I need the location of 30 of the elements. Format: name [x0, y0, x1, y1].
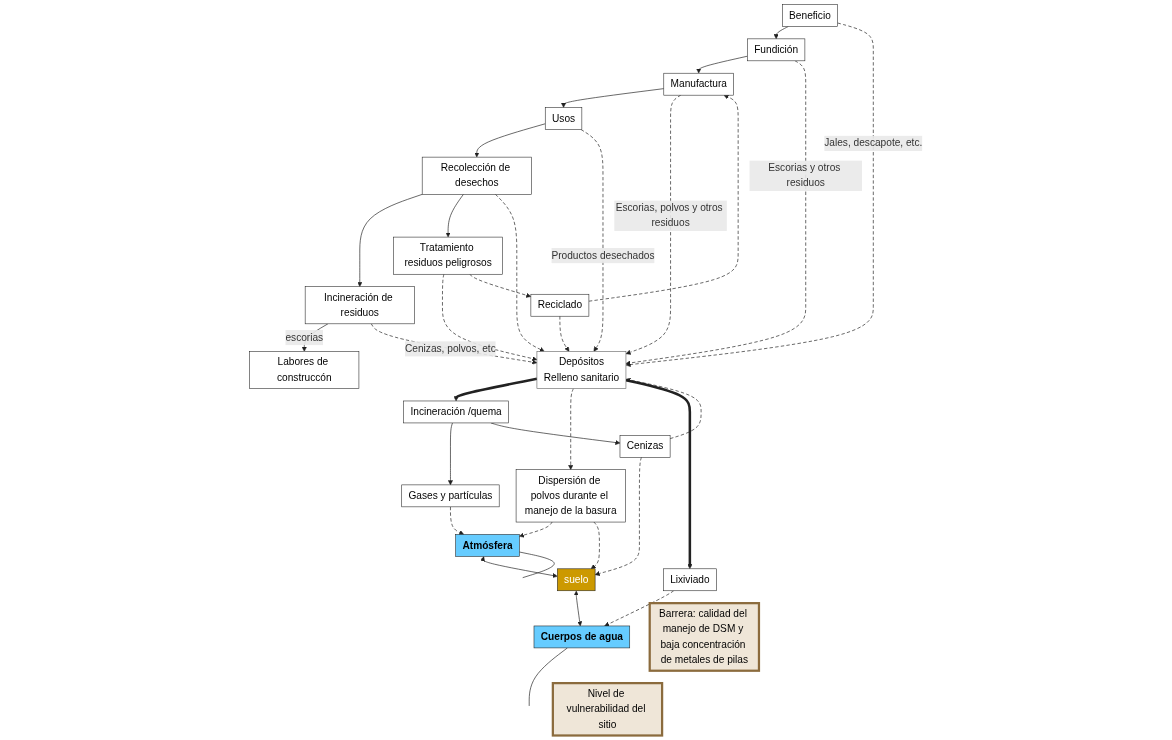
node-box: Cuerpos de agua	[533, 625, 630, 649]
arrow	[625, 378, 693, 569]
node-box: Incineración de residuos	[304, 286, 415, 325]
node-box: Barrera: calidad del manejo de DSM y baja concentración de metales de pilas	[648, 602, 761, 672]
connector	[528, 647, 568, 707]
node-box: Incineración /quema	[403, 400, 509, 424]
edge-label: escorias	[285, 331, 324, 343]
node-box: Fundición	[747, 38, 806, 62]
node-box: Cenizas	[619, 435, 671, 458]
node-box: Labores de construccón	[249, 351, 360, 389]
edge-label: Jales, descapote, etc.	[824, 137, 923, 149]
node-box: Tratamiento residuos peligrosos	[393, 236, 503, 275]
edge-label: Productos desechados	[551, 249, 655, 262]
node-box: Beneficio	[782, 4, 838, 27]
node-box: suelo	[557, 568, 596, 592]
node-box: Dispersión de polvos durante el manejo de la basura	[515, 469, 626, 523]
node-box: Manufactura	[663, 72, 734, 96]
arrow	[453, 377, 538, 402]
node-box: Reciclado	[530, 293, 590, 317]
node-box: Lixiviado	[663, 568, 717, 592]
node-box: Nivel de vulnerabilidad del sitio	[551, 682, 664, 737]
node-box: Gases y partículas	[401, 484, 500, 508]
edge-label: Escorias y otros residuos	[768, 162, 841, 189]
node-box: Atmósfera	[455, 534, 520, 557]
node-box: Depósitos Relleno sanitario	[536, 351, 627, 389]
node-box: Usos	[544, 107, 583, 130]
edge-label: Escorias, polvos y otros residuos	[615, 202, 723, 229]
node-box: Recolección de desechos	[421, 156, 532, 195]
connector	[519, 551, 555, 578]
edge-label: Cenizas, polvos, etc	[404, 343, 496, 355]
